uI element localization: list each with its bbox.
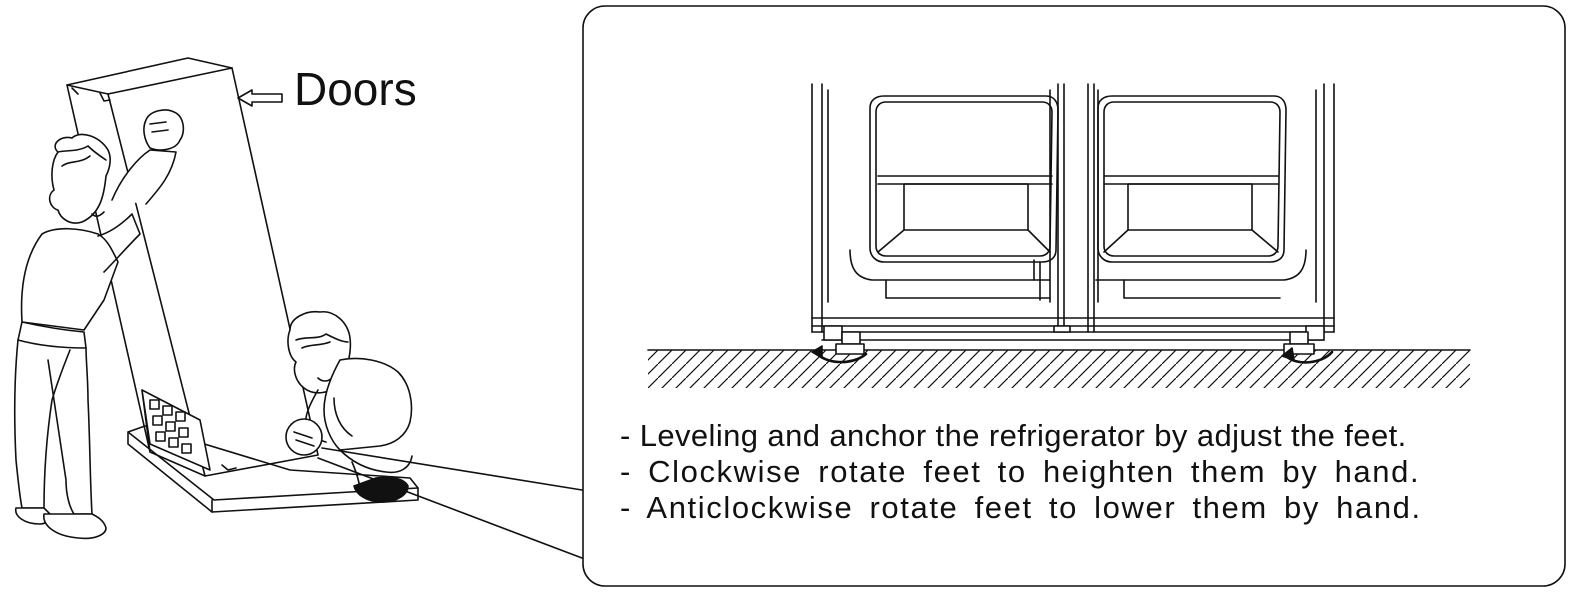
vent-grille <box>141 389 211 471</box>
rotate-arrow-icon <box>1281 347 1334 364</box>
instruction-leveling: - Leveling and anchor the refrigerator b… <box>620 418 1407 453</box>
right-crisper-drawer <box>1095 95 1307 299</box>
refrigerator-front <box>811 83 1335 364</box>
callout-lines <box>317 447 583 559</box>
arrow-left-icon <box>237 89 283 107</box>
doors-label: Doors <box>294 63 417 115</box>
floor-hatch <box>648 350 1470 388</box>
left-leveling-foot <box>823 325 865 355</box>
left-crisper-drawer <box>849 95 1059 301</box>
instruction-clockwise: - Clockwise rotate feet to heighten them… <box>620 454 1421 489</box>
detail-panel <box>582 5 1566 587</box>
instruction-list: - Leveling and anchor the refrigerator b… <box>620 418 1550 526</box>
instruction-anticlockwise: - Anticlockwise rotate feet to lower the… <box>620 490 1422 525</box>
standing-person <box>13 109 185 540</box>
left-scene <box>13 57 583 559</box>
rotate-arrow-icon <box>811 345 868 364</box>
crouching-person <box>285 310 413 503</box>
refrigerator-tilted <box>66 57 319 477</box>
